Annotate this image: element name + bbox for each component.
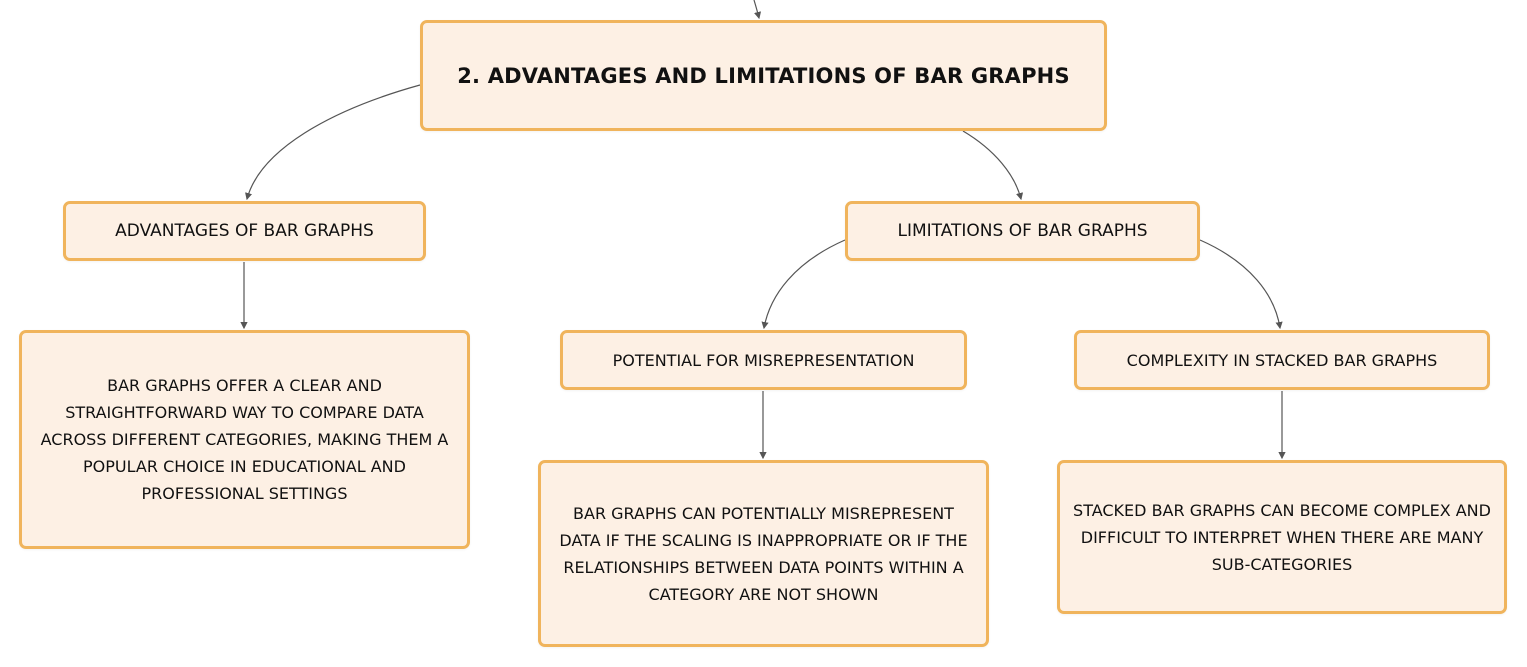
connector-limitations-to-complexity [1199,239,1283,330]
connector-incoming-root [753,0,762,20]
misrepresentation-detail-node[interactable]: BAR GRAPHS CAN POTENTIALLY MISREPRESENT … [538,460,989,647]
misrepresentation-detail-text: BAR GRAPHS CAN POTENTIALLY MISREPRESENT … [559,503,968,604]
advantages-node-label: ADVANTAGES OF BAR GRAPHS [115,221,374,241]
connector-root-to-advantages [245,84,421,201]
advantages-detail-node[interactable]: BAR GRAPHS OFFER A CLEAR AND STRAIGHTFOR… [19,330,470,549]
advantages-node[interactable]: ADVANTAGES OF BAR GRAPHS [63,201,426,261]
complexity-node[interactable]: COMPLEXITY IN STACKED BAR GRAPHS [1074,330,1490,390]
misrepresentation-node-label: POTENTIAL FOR MISREPRESENTATION [612,350,915,370]
complexity-detail-text: STACKED BAR GRAPHS CAN BECOME COMPLEX AN… [1073,500,1491,574]
misrepresentation-node[interactable]: POTENTIAL FOR MISREPRESENTATION [560,330,967,390]
complexity-detail-node[interactable]: STACKED BAR GRAPHS CAN BECOME COMPLEX AN… [1057,460,1507,614]
root-node[interactable]: 2. ADVANTAGES AND LIMITATIONS OF BAR GRA… [420,20,1107,131]
connector-root-to-limitations [962,130,1024,201]
limitations-node-label: LIMITATIONS OF BAR GRAPHS [897,221,1148,241]
connector-limitations-to-misrepresentation [761,239,846,330]
advantages-detail-text: BAR GRAPHS OFFER A CLEAR AND STRAIGHTFOR… [40,376,449,503]
root-node-title: 2. ADVANTAGES AND LIMITATIONS OF BAR GRA… [457,63,1070,88]
limitations-node[interactable]: LIMITATIONS OF BAR GRAPHS [845,201,1200,261]
complexity-node-label: COMPLEXITY IN STACKED BAR GRAPHS [1126,350,1438,370]
